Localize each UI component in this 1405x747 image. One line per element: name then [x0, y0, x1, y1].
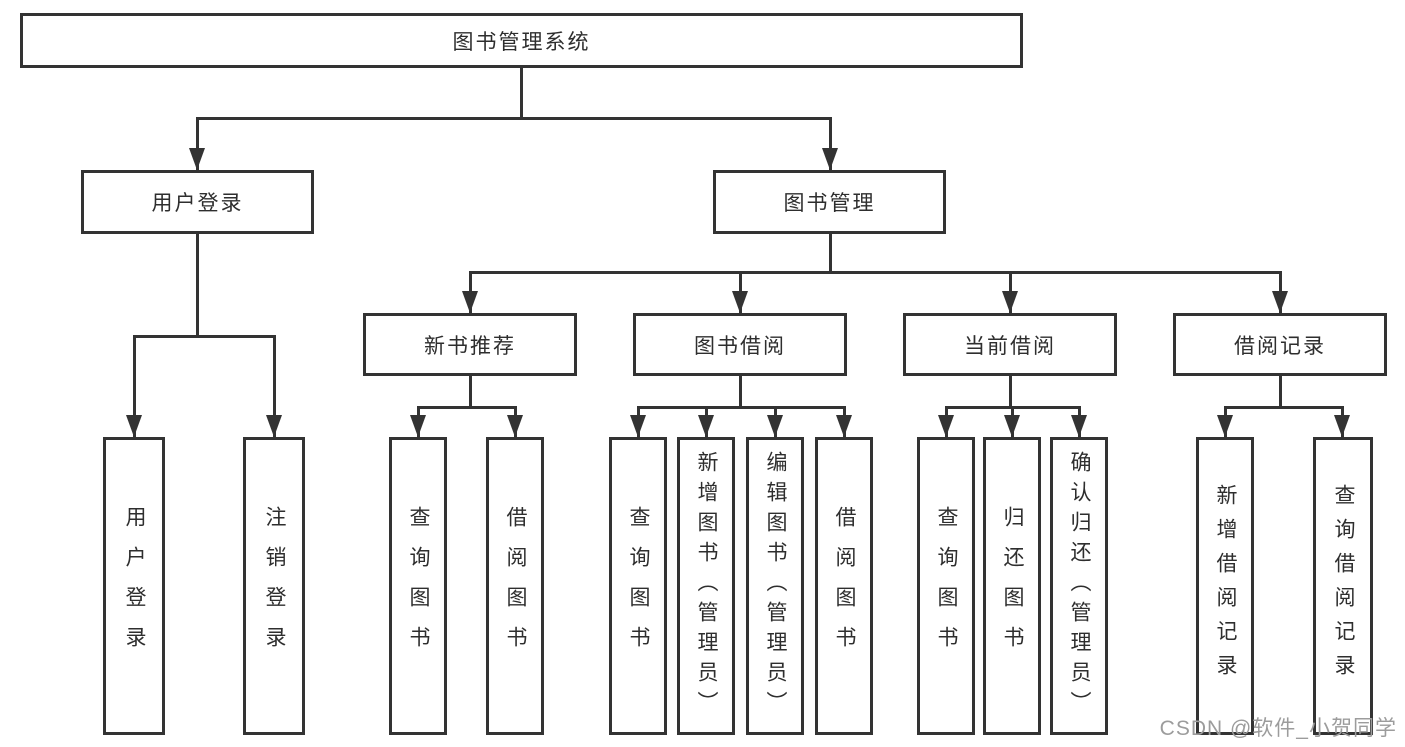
leaf-confirm-return-admin: 确认归还（管理员）: [1050, 437, 1108, 735]
leaf-add-book-admin: 新增图书（管理员）: [677, 437, 735, 735]
connector-drop: [273, 335, 276, 437]
arrowhead: [767, 415, 783, 437]
arrowhead: [1004, 415, 1020, 437]
connector-drop: [196, 117, 199, 170]
leaf-edit-book-admin: 编辑图书（管理员）: [746, 437, 804, 735]
node-book-borrow: 图书借阅: [633, 313, 847, 376]
connector-stem: [196, 234, 199, 338]
connector-branch: [133, 335, 276, 338]
leaf-user-login: 用户登录: [103, 437, 165, 735]
arrowhead: [630, 415, 646, 437]
watermark-text: CSDN @软件_小贺同学: [1159, 717, 1397, 740]
connector-branch: [417, 406, 517, 409]
connector-stem: [1009, 376, 1012, 409]
arrowhead: [410, 415, 426, 437]
connector-stem: [829, 234, 832, 274]
connector-stem: [469, 376, 472, 409]
arrowhead: [836, 415, 852, 437]
connector-stem: [739, 376, 742, 409]
arrowhead: [507, 415, 523, 437]
leaf-query-books: 查询图书: [389, 437, 447, 735]
node-new-book-recommend: 新书推荐: [363, 313, 577, 376]
connector-drop: [133, 335, 136, 437]
arrowhead: [938, 415, 954, 437]
arrowhead: [462, 291, 478, 313]
leaf-logout: 注销登录: [243, 437, 305, 735]
arrowhead: [732, 291, 748, 313]
arrowhead: [822, 148, 838, 170]
arrowhead: [1272, 291, 1288, 313]
connector-stem: [1279, 376, 1282, 409]
leaf-query-books: 查询图书: [917, 437, 975, 735]
arrowhead: [1071, 415, 1087, 437]
node-current-borrow: 当前借阅: [903, 313, 1117, 376]
arrowhead: [266, 415, 282, 437]
leaf-add-borrow-record: 新增借阅记录: [1196, 437, 1254, 735]
connector-branch: [196, 117, 832, 120]
node-book-management: 图书管理: [713, 170, 946, 234]
arrowhead: [126, 415, 142, 437]
node-borrow-records: 借阅记录: [1173, 313, 1387, 376]
node-root: 图书管理系统: [20, 13, 1023, 68]
connector-stem: [520, 68, 523, 118]
arrowhead: [1334, 415, 1350, 437]
leaf-borrow-books: 借阅图书: [815, 437, 873, 735]
arrowhead: [698, 415, 714, 437]
leaf-borrow-books: 借阅图书: [486, 437, 544, 735]
leaf-query-borrow-record: 查询借阅记录: [1313, 437, 1373, 735]
connector-drop: [829, 117, 832, 170]
arrowhead: [1217, 415, 1233, 437]
connector-branch: [1224, 406, 1343, 409]
node-user-login: 用户登录: [81, 170, 314, 234]
connector-branch: [637, 406, 846, 409]
leaf-return-book: 归还图书: [983, 437, 1041, 735]
leaf-query-books: 查询图书: [609, 437, 667, 735]
arrowhead: [1002, 291, 1018, 313]
arrowhead: [189, 148, 205, 170]
connector-branch: [469, 271, 1282, 274]
